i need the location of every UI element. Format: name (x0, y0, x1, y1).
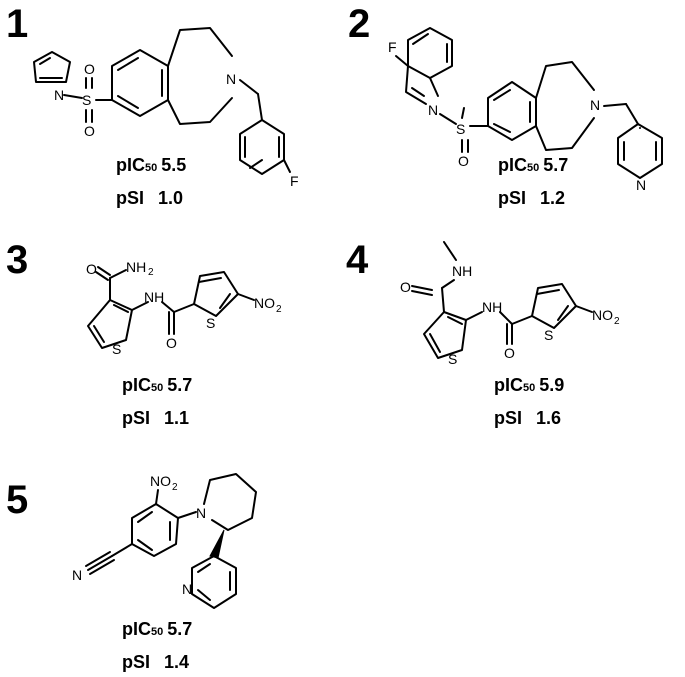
svg-text:N: N (590, 97, 600, 113)
svg-text:N: N (226, 71, 236, 87)
svg-text:N: N (54, 87, 64, 103)
svg-text:N: N (72, 567, 82, 583)
svg-text:O: O (400, 279, 411, 295)
compound-number: 1 (6, 2, 29, 46)
pic50-value: 5.7 (167, 619, 193, 639)
svg-text:N: N (182, 581, 192, 597)
svg-text:N: N (636, 177, 646, 193)
svg-text:F: F (290, 173, 299, 189)
pic50-value: 5.7 (167, 375, 193, 395)
svg-text:2: 2 (148, 267, 154, 278)
svg-text:S: S (456, 121, 465, 137)
pic50-value: 5.9 (539, 375, 565, 395)
pic50-value: 5.5 (161, 155, 187, 175)
svg-text:NH: NH (126, 259, 146, 275)
compound-number: 4 (346, 238, 369, 282)
svg-text:O: O (84, 61, 95, 77)
svg-text:2: 2 (276, 304, 282, 315)
compound-1-structure: N S O O N F (33, 27, 299, 189)
svg-text:NH: NH (452, 263, 472, 279)
psi-value: 1.2 (540, 188, 566, 208)
compound-5-structure: NO 2 N N N (72, 473, 257, 609)
pic50-value: 5.7 (543, 155, 569, 175)
svg-text:O: O (504, 345, 515, 361)
svg-text:S: S (448, 351, 457, 367)
psi-value: 1.1 (164, 408, 190, 428)
compound-number: 5 (6, 478, 29, 522)
svg-text:O: O (458, 153, 469, 169)
svg-text:NO: NO (592, 307, 613, 323)
compound-number: 3 (6, 238, 29, 282)
psi-value: 1.4 (164, 652, 190, 672)
svg-text:NO: NO (150, 473, 171, 489)
svg-text:S: S (206, 315, 215, 331)
svg-text:NH: NH (482, 299, 502, 315)
compound-4-structure: NH O S NH O S NO 2 (400, 241, 620, 367)
psi-value: 1.6 (536, 408, 562, 428)
svg-text:F: F (388, 39, 397, 55)
svg-text:O: O (86, 261, 97, 277)
svg-text:S: S (82, 92, 91, 108)
compound-number: 2 (348, 2, 371, 46)
svg-text:2: 2 (172, 482, 178, 493)
svg-text:NH: NH (144, 289, 164, 305)
svg-text:N: N (428, 102, 438, 118)
svg-text:N: N (196, 505, 206, 521)
svg-text:2: 2 (614, 316, 620, 327)
compound-2-structure: F N S O N N (388, 27, 663, 193)
svg-text:S: S (544, 327, 553, 343)
svg-text:NO: NO (254, 295, 275, 311)
psi-value: 1.0 (158, 188, 184, 208)
svg-text:S: S (112, 341, 121, 357)
svg-text:O: O (84, 123, 95, 139)
compound-3-structure: O NH 2 S NH O S NO 2 (86, 259, 282, 357)
svg-text:O: O (166, 335, 177, 351)
